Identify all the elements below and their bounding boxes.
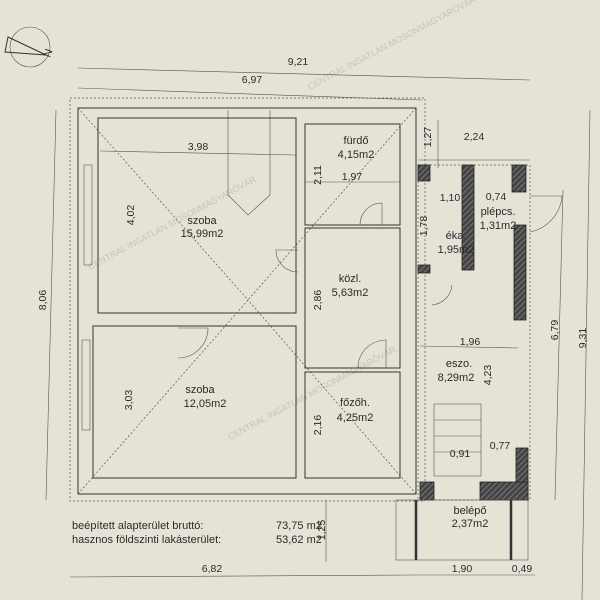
room-area: 1,95m2 bbox=[438, 244, 475, 256]
room-name: belépő bbox=[453, 505, 486, 517]
annex bbox=[395, 164, 563, 561]
room-name: szoba bbox=[187, 215, 217, 227]
dim-annex-depth: 6,79 bbox=[549, 320, 561, 341]
dimension-labels: 9,21 6,97 3,98 4,02 2,11 1,97 1,27 2,24 … bbox=[37, 56, 589, 575]
dim-total-width: 9,21 bbox=[288, 56, 309, 68]
dim-main-width: 6,97 bbox=[242, 74, 263, 86]
door bbox=[275, 249, 299, 273]
window bbox=[83, 164, 93, 266]
dim-szoba2-depth: 3,03 bbox=[123, 390, 135, 411]
room-name: éka. bbox=[446, 230, 467, 242]
dim-plepcs-width: 0,74 bbox=[486, 191, 507, 203]
dim-bottom-porch: 1,90 bbox=[452, 563, 473, 575]
porch bbox=[395, 499, 529, 561]
dim-porch-depth: 1,25 bbox=[316, 520, 328, 541]
room-szoba-1 bbox=[97, 117, 297, 314]
dim-total-depth: 9,31 bbox=[577, 328, 589, 349]
dim-fozoh-depth: 2,16 bbox=[312, 415, 324, 436]
dim-eszo-width: 1,96 bbox=[460, 336, 481, 348]
room-fozoh bbox=[304, 371, 401, 479]
room-area: 5,63m2 bbox=[332, 287, 369, 299]
room-kozl bbox=[304, 227, 401, 369]
watermark: CENTRAL INGATLAN MOSONMAGYARÓVÁR bbox=[86, 174, 258, 272]
gross-area-value: 73,75 m2 bbox=[276, 520, 322, 532]
dim-annex-offset: 1,27 bbox=[422, 127, 434, 148]
main-building bbox=[69, 97, 426, 502]
door bbox=[357, 339, 387, 369]
room-name: eszo. bbox=[446, 358, 472, 370]
dim-szoba1-width: 3,98 bbox=[188, 141, 209, 153]
dim-stair-gap: 0,77 bbox=[490, 440, 511, 452]
dim-eka-width: 1,10 bbox=[440, 192, 461, 204]
room-area: 2,37m2 bbox=[452, 518, 489, 530]
gross-area-label: beépített alapterület bruttó: bbox=[72, 520, 203, 532]
dim-bottom-right: 0,49 bbox=[512, 563, 533, 575]
room-area: 15,99m2 bbox=[181, 228, 224, 240]
room-name: fürdő bbox=[343, 135, 368, 147]
dim-annex-width: 2,24 bbox=[464, 131, 485, 143]
door bbox=[177, 327, 209, 359]
dim-main-depth: 8,06 bbox=[37, 290, 49, 311]
dim-furdo-width: 1,97 bbox=[342, 171, 363, 183]
window bbox=[81, 339, 91, 431]
room-name: közl. bbox=[339, 273, 362, 285]
room-area: 1,31m2 bbox=[480, 220, 517, 232]
room-area: 4,15m2 bbox=[338, 149, 375, 161]
door bbox=[359, 202, 383, 226]
area-summary: beépített alapterület bruttó: 73,75 m2 h… bbox=[72, 520, 322, 546]
room-furdo bbox=[304, 123, 401, 226]
dim-bottom-main: 6,82 bbox=[202, 563, 223, 575]
net-area-label: hasznos földszinti lakásterület: bbox=[72, 534, 221, 546]
dim-stair-width: 0,91 bbox=[450, 448, 471, 460]
entry-door bbox=[529, 195, 563, 233]
room-name: szoba bbox=[185, 384, 215, 396]
room-name: plépcs. bbox=[481, 206, 516, 218]
stairs bbox=[433, 403, 482, 477]
north-arrow-icon: N bbox=[4, 26, 56, 68]
dim-szoba1-depth: 4,02 bbox=[125, 205, 137, 226]
north-label: N bbox=[42, 47, 56, 59]
dim-furdo-depth: 2,11 bbox=[312, 165, 324, 185]
dim-kozl-depth: 2,86 bbox=[312, 290, 324, 311]
net-area-value: 53,62 m2 bbox=[276, 534, 322, 546]
room-area: 12,05m2 bbox=[184, 398, 227, 410]
room-name: főzőh. bbox=[340, 397, 370, 409]
room-labels: szoba 15,99m2 fürdő 4,15m2 közl. 5,63m2 … bbox=[181, 135, 517, 530]
room-area: 4,25m2 bbox=[337, 412, 374, 424]
dimension-lines bbox=[45, 67, 591, 600]
room-area: 8,29m2 bbox=[438, 372, 475, 384]
room-szoba-2 bbox=[92, 325, 297, 479]
dim-eszo-depth: 4,23 bbox=[482, 365, 494, 386]
dim-eka-depth: 1,78 bbox=[418, 216, 430, 237]
